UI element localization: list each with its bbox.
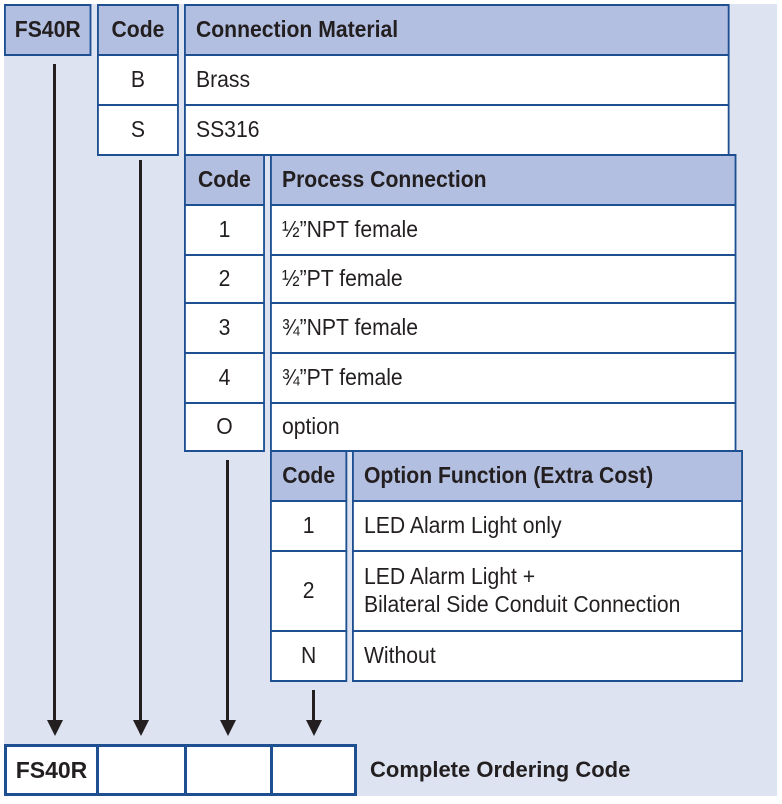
table3-row-label: LED Alarm Light only [352,500,743,552]
table2-row-label: ¾”NPT female [270,302,737,354]
table1-row-label: Brass [184,54,730,106]
table2-row-code-text: 1 [218,216,231,243]
table1-row-code-text: B [130,66,145,93]
order-code-material-box[interactable] [96,744,187,796]
table2-row-code: 2 [184,254,265,304]
complete-ordering-code-label: Complete Ordering Code [370,744,630,796]
table3-row-label-line1: LED Alarm Light + [363,563,536,590]
arrow-shaft-model [53,64,56,722]
arrow-head-material [133,720,149,736]
table2-row-label-text: ¾”NPT female [281,314,418,341]
table3-title: Option Function (Extra Cost) [352,450,743,502]
table1-title-text: Connection Material [195,16,399,43]
table2-row-code-text: 4 [218,364,231,391]
table1-row-code: B [97,54,179,106]
table2-code-header-text: Code [198,166,251,193]
table3-row-code-text: N [300,642,317,669]
table2-row-code-text: 2 [218,265,231,292]
table1-row-label-text: Brass [195,66,251,93]
model-header-cell: FS40R [4,4,92,56]
table3-row-code-text: 2 [302,577,315,604]
table2-row-label-text: option [281,413,340,440]
order-code-connection-box[interactable] [184,744,273,796]
complete-ordering-code-text: Complete Ordering Code [370,757,631,782]
table3-title-text: Option Function (Extra Cost) [363,462,654,489]
table2-row-code: 1 [184,204,265,256]
order-code-model-text: FS40R [15,756,88,783]
table3-row-code: 2 [270,550,348,632]
arrow-shaft-material [139,160,142,722]
table2-code-header: Code [184,154,265,206]
table3-row-label-text: Without [363,642,436,669]
table2-row-label: ½”NPT female [270,204,737,256]
table1-row-code-text: S [130,116,145,143]
table2-row-label: ¾”PT female [270,352,737,404]
table3-row-label-line2: Bilateral Side Conduit Connection [363,591,681,617]
table2-row-code-text: 3 [218,314,231,341]
table2-row-code: 4 [184,352,265,404]
table2-row-label: ½”PT female [270,254,737,304]
table2-row-code-text: O [216,413,233,440]
table1-row-label-text: SS316 [195,116,260,143]
arrow-head-model [47,720,63,736]
table2-title-text: Process Connection [281,166,487,193]
table2-row-code: O [184,402,265,452]
table2-row-code: 3 [184,302,265,354]
model-name: FS40R [14,16,81,43]
table3-row-label: LED Alarm Light + Bilateral Side Conduit… [352,550,743,632]
table2-row-label-text: ½”NPT female [281,216,418,243]
arrow-shaft-connection [226,460,229,722]
table1-code-header: Code [97,4,179,56]
table1-title: Connection Material [184,4,730,56]
table3-row-label: Without [352,630,743,682]
table3-row-code: 1 [270,500,348,552]
table2-row-label: option [270,402,737,452]
arrow-head-connection [220,720,236,736]
table3-row-label-text: LED Alarm Light only [363,512,562,539]
table3-code-header-text: Code [282,462,336,489]
table1-row-code: S [97,104,179,156]
table2-title: Process Connection [270,154,737,206]
table3-code-header: Code [270,450,348,502]
arrow-shaft-option [312,690,315,722]
table3-row-code: N [270,630,348,682]
table2-row-label-text: ½”PT female [281,265,403,292]
table2-row-label-text: ¾”PT female [281,364,403,391]
table1-row-label: SS316 [184,104,730,156]
order-code-option-box[interactable] [270,744,357,796]
order-code-model-box: FS40R [4,744,99,796]
table3-row-code-text: 1 [302,512,315,539]
arrow-head-option [306,720,322,736]
table1-code-header-text: Code [111,16,165,43]
